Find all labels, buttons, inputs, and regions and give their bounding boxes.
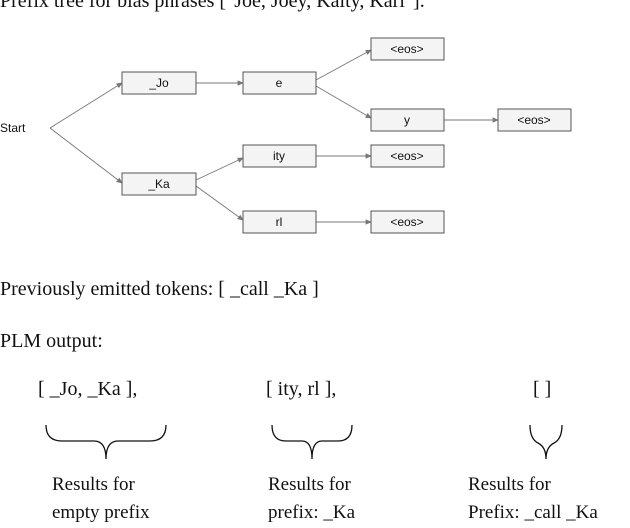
node-ka: _Ka <box>121 172 197 196</box>
edge-e-y <box>315 85 372 119</box>
node-e: e <box>242 71 317 95</box>
node-y: y <box>370 108 445 132</box>
label-prefix-call-ka-line1: Results for <box>468 474 551 495</box>
node-eos-4: <eos> <box>370 210 445 234</box>
node-jo-label: _Jo <box>148 76 169 90</box>
label-prefix-ka-line2: prefix: _Ka <box>268 502 356 523</box>
start-label: Start <box>0 121 26 135</box>
label-prefix-ka: Results for prefix: _Ka <box>268 471 355 527</box>
brace-prefix-ka <box>271 424 353 460</box>
node-eos-1-label: <eos> <box>390 42 423 56</box>
node-eos-2: <eos> <box>497 108 572 132</box>
node-ity: ity <box>242 144 317 168</box>
node-e-label: e <box>276 76 283 90</box>
node-eos-2-label: <eos> <box>517 113 550 127</box>
node-jo: _Jo <box>121 71 197 95</box>
node-y-label: y <box>404 113 410 127</box>
node-eos-3-label: <eos> <box>390 149 423 163</box>
edge-start-jo <box>49 82 123 129</box>
label-empty-prefix-line2: empty prefix <box>52 502 150 523</box>
prefix-tree-diagram: Start _Jo _Ka e <eos> y <eos> ity <eos> … <box>0 37 572 234</box>
label-prefix-ka-line1: Results for <box>268 474 351 495</box>
output-list-prefix-ka: [ ity, rl ], <box>266 378 337 400</box>
node-rl: rl <box>242 210 317 234</box>
edge-start-ka <box>49 127 123 184</box>
figure-caption: Prefix tree for bias phrases ["Joe, Joey… <box>0 0 425 12</box>
plm-output-label: PLM output: <box>0 330 103 352</box>
brace-empty-prefix <box>45 424 167 460</box>
label-empty-prefix: Results for empty prefix <box>52 471 150 527</box>
brace-prefix-call-ka <box>529 424 563 460</box>
edge-e-eos1 <box>315 49 372 81</box>
output-list-prefix-call-ka: [ ] <box>533 378 552 400</box>
node-eos-4-label: <eos> <box>390 215 423 229</box>
node-ka-label: _Ka <box>147 177 170 191</box>
node-rl-label: rl <box>276 215 283 229</box>
output-list-empty-prefix: [ _Jo, _Ka ], <box>38 378 138 400</box>
node-ity-label: ity <box>273 149 285 163</box>
node-eos-3: <eos> <box>370 144 445 168</box>
node-eos-1: <eos> <box>370 37 445 61</box>
label-empty-prefix-line1: Results for <box>52 474 135 495</box>
label-prefix-call-ka: Results for Prefix: _call _Ka <box>468 471 598 527</box>
edge-ka-rl <box>195 185 244 221</box>
edge-ka-ity <box>195 157 244 181</box>
previous-tokens-text: Previously emitted tokens: [ _call _Ka ] <box>0 278 319 300</box>
label-prefix-call-ka-line2: Prefix: _call _Ka <box>468 502 598 523</box>
